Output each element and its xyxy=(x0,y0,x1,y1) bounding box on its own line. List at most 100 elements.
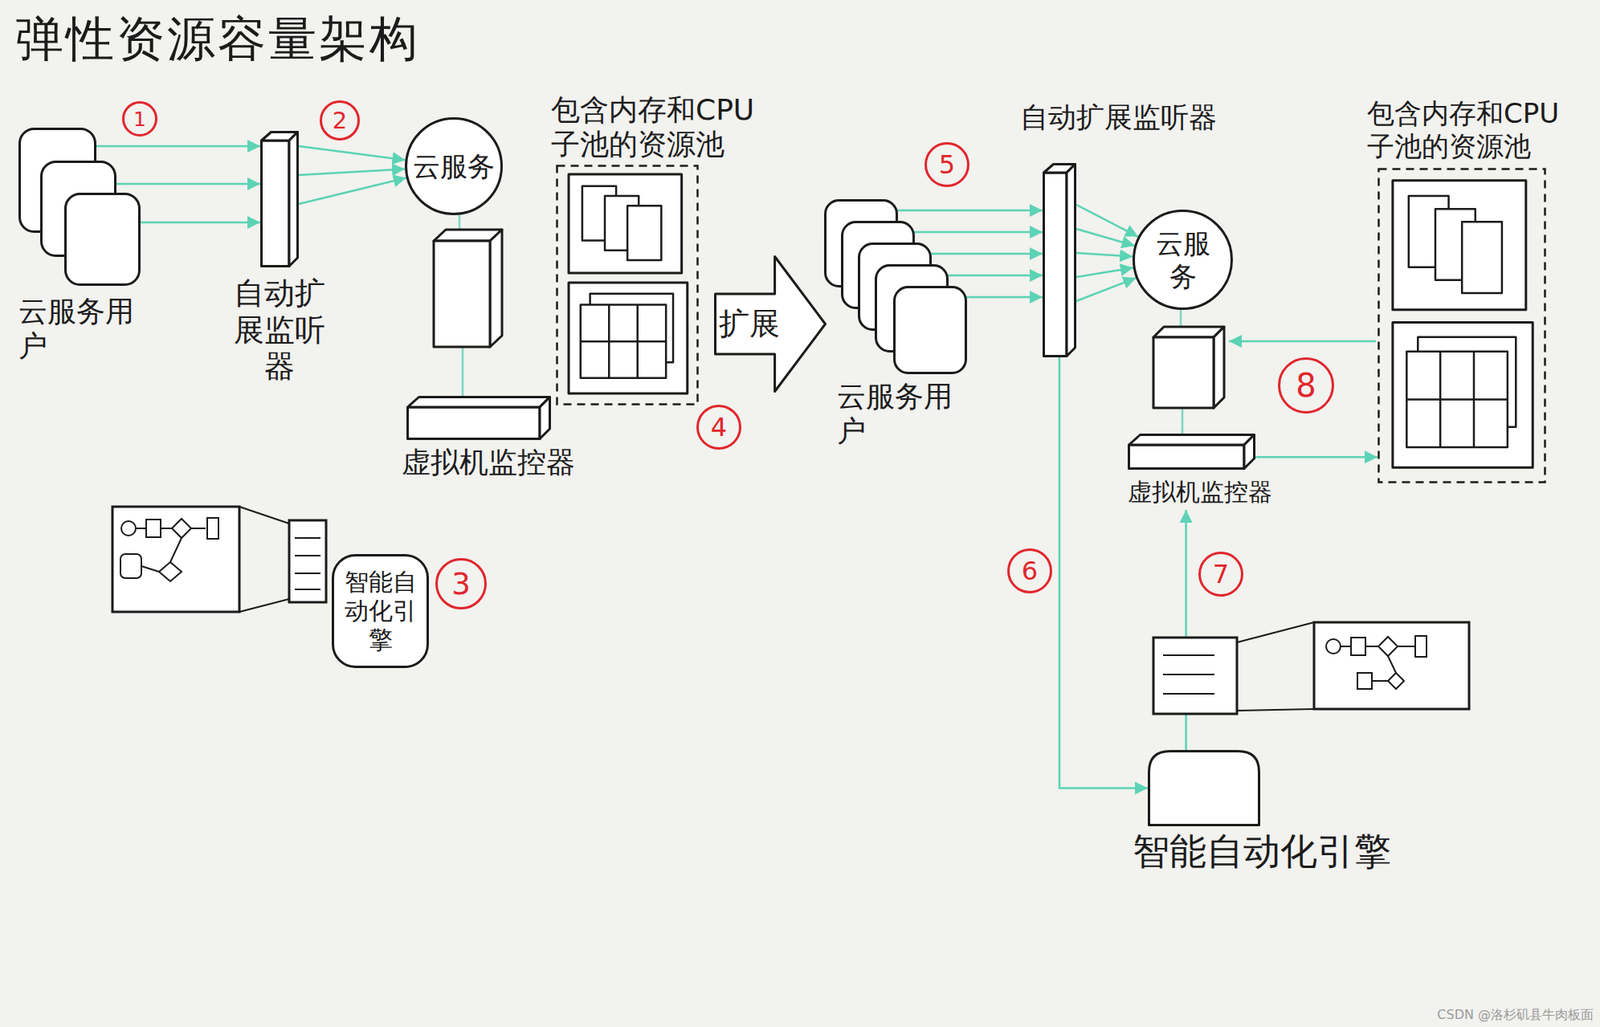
user-group: 云服务用户 xyxy=(18,127,164,364)
node-shape xyxy=(406,395,552,441)
connector-line xyxy=(896,209,1043,213)
workflow-symbol xyxy=(1387,673,1405,690)
document-icon xyxy=(289,520,327,603)
scaling-listener: 自动扩展监听器 xyxy=(223,130,336,386)
pool-outline xyxy=(557,166,698,405)
callout-number: 1 xyxy=(122,101,158,137)
link-line xyxy=(1181,408,1184,437)
shape-outline xyxy=(18,127,141,286)
node-label: 自动扩展监听器 xyxy=(231,275,328,386)
allocation-arrow xyxy=(1228,340,1376,343)
workflow-symbol xyxy=(159,562,182,582)
user-icon xyxy=(65,194,140,286)
node-label: 包含内存和CPU子池的资源池 xyxy=(551,92,765,162)
node-shape: 智能自动化引擎 xyxy=(331,554,429,669)
virtual-server xyxy=(1153,337,1214,409)
connector-line xyxy=(930,253,1043,256)
hypervisor-bar xyxy=(1244,435,1255,470)
memory-pool xyxy=(568,282,688,394)
callout-number: 6 xyxy=(1007,548,1053,594)
shape-outline xyxy=(1042,163,1077,358)
virtual-server xyxy=(489,229,503,347)
node-label: 自动扩展监听器 xyxy=(1020,100,1231,135)
workflow-symbol xyxy=(1326,639,1341,654)
shape-outline xyxy=(824,199,971,375)
listener-bar xyxy=(1066,164,1076,357)
shape-outline xyxy=(406,395,552,441)
label-block: 包含内存和CPU子池的资源池 xyxy=(551,92,765,162)
shape-outline xyxy=(1127,433,1256,470)
funnel-line xyxy=(239,599,290,613)
workflow-chart xyxy=(112,506,1470,710)
node-shape xyxy=(555,164,699,406)
workflow-symbol xyxy=(1378,636,1398,657)
cpu-pool xyxy=(568,174,682,274)
node-shape: 云服务 xyxy=(1132,209,1233,311)
connector-line xyxy=(1076,277,1136,302)
funnel-line xyxy=(1236,709,1315,711)
connector-line xyxy=(1076,268,1134,278)
hypervisor-bar xyxy=(408,397,551,409)
label-block: 虚拟机监控器 xyxy=(1127,477,1289,507)
hypervisor: 虚拟机监控器 xyxy=(401,395,596,480)
callout-number: 2 xyxy=(319,100,360,141)
document-line xyxy=(1163,654,1215,657)
callout-number: 3 xyxy=(435,558,487,610)
workflow-symbol xyxy=(160,527,172,530)
workflow-symbol xyxy=(146,519,161,538)
cloud-service: 云服务 xyxy=(1132,209,1225,311)
node-label: 云服务用户 xyxy=(836,379,958,449)
cpu-pool xyxy=(1392,179,1527,310)
document-line xyxy=(294,588,321,591)
workflow-symbol xyxy=(1397,645,1416,648)
resource-pool: 包含内存和CPU子池的资源池 xyxy=(1367,97,1570,484)
label-block: 虚拟机监控器 xyxy=(401,444,595,480)
shape-outline xyxy=(1377,167,1547,484)
workflow-chart xyxy=(112,506,240,613)
label-block: 包含内存和CPU子池的资源池 xyxy=(1367,97,1568,164)
document-line xyxy=(294,572,321,575)
virtual-server xyxy=(433,229,503,347)
scale-arrow-shape xyxy=(715,257,826,392)
hypervisor-bar xyxy=(1129,435,1255,446)
workflow-symbol xyxy=(171,518,192,539)
callout-number: 8 xyxy=(1277,357,1335,414)
funnel-line xyxy=(239,506,290,524)
connector-line xyxy=(114,183,261,186)
service-circle xyxy=(1134,211,1233,310)
document-line xyxy=(1163,693,1215,695)
cloud-service: 云服务 xyxy=(404,117,503,216)
diagram-title: 弹性资源容量架构 xyxy=(15,9,421,68)
workflow-symbol xyxy=(1387,656,1396,674)
watermark: CSDN @洛杉矶县牛肉板面 xyxy=(1436,1007,1594,1023)
hypervisor-bar xyxy=(539,397,551,440)
label-block: 云服务用户 xyxy=(836,379,958,449)
node-label: 云服务 xyxy=(1151,227,1216,294)
node-shape xyxy=(18,127,141,286)
document-line xyxy=(294,538,1215,694)
workflow-symbol xyxy=(1357,673,1372,690)
service-circle xyxy=(406,118,503,215)
virtual-server xyxy=(1153,326,1225,409)
workflow-chart xyxy=(1314,622,1470,710)
workflow-symbol xyxy=(1340,645,1352,648)
connector-line xyxy=(1059,357,1148,789)
workflow-symbol xyxy=(1415,636,1427,658)
engine-shape xyxy=(333,555,429,668)
user-icon xyxy=(894,287,967,374)
memory-pool xyxy=(1392,322,1533,468)
automation-engine: 智能自动化引擎 xyxy=(331,554,429,669)
document-icon xyxy=(1153,637,1237,715)
node-shape: 云服务 xyxy=(404,117,503,216)
label-block: 自动扩展监听器 xyxy=(231,275,328,386)
node-label: 云服务 xyxy=(412,150,495,184)
listener-bar xyxy=(289,132,298,267)
workflow-symbol xyxy=(207,518,219,539)
listener-bar xyxy=(1044,172,1068,357)
node-label: 虚拟机监控器 xyxy=(401,444,595,480)
shape-outline xyxy=(260,130,299,268)
workflow-symbol xyxy=(1351,637,1366,656)
memory-grid xyxy=(1406,398,1507,401)
